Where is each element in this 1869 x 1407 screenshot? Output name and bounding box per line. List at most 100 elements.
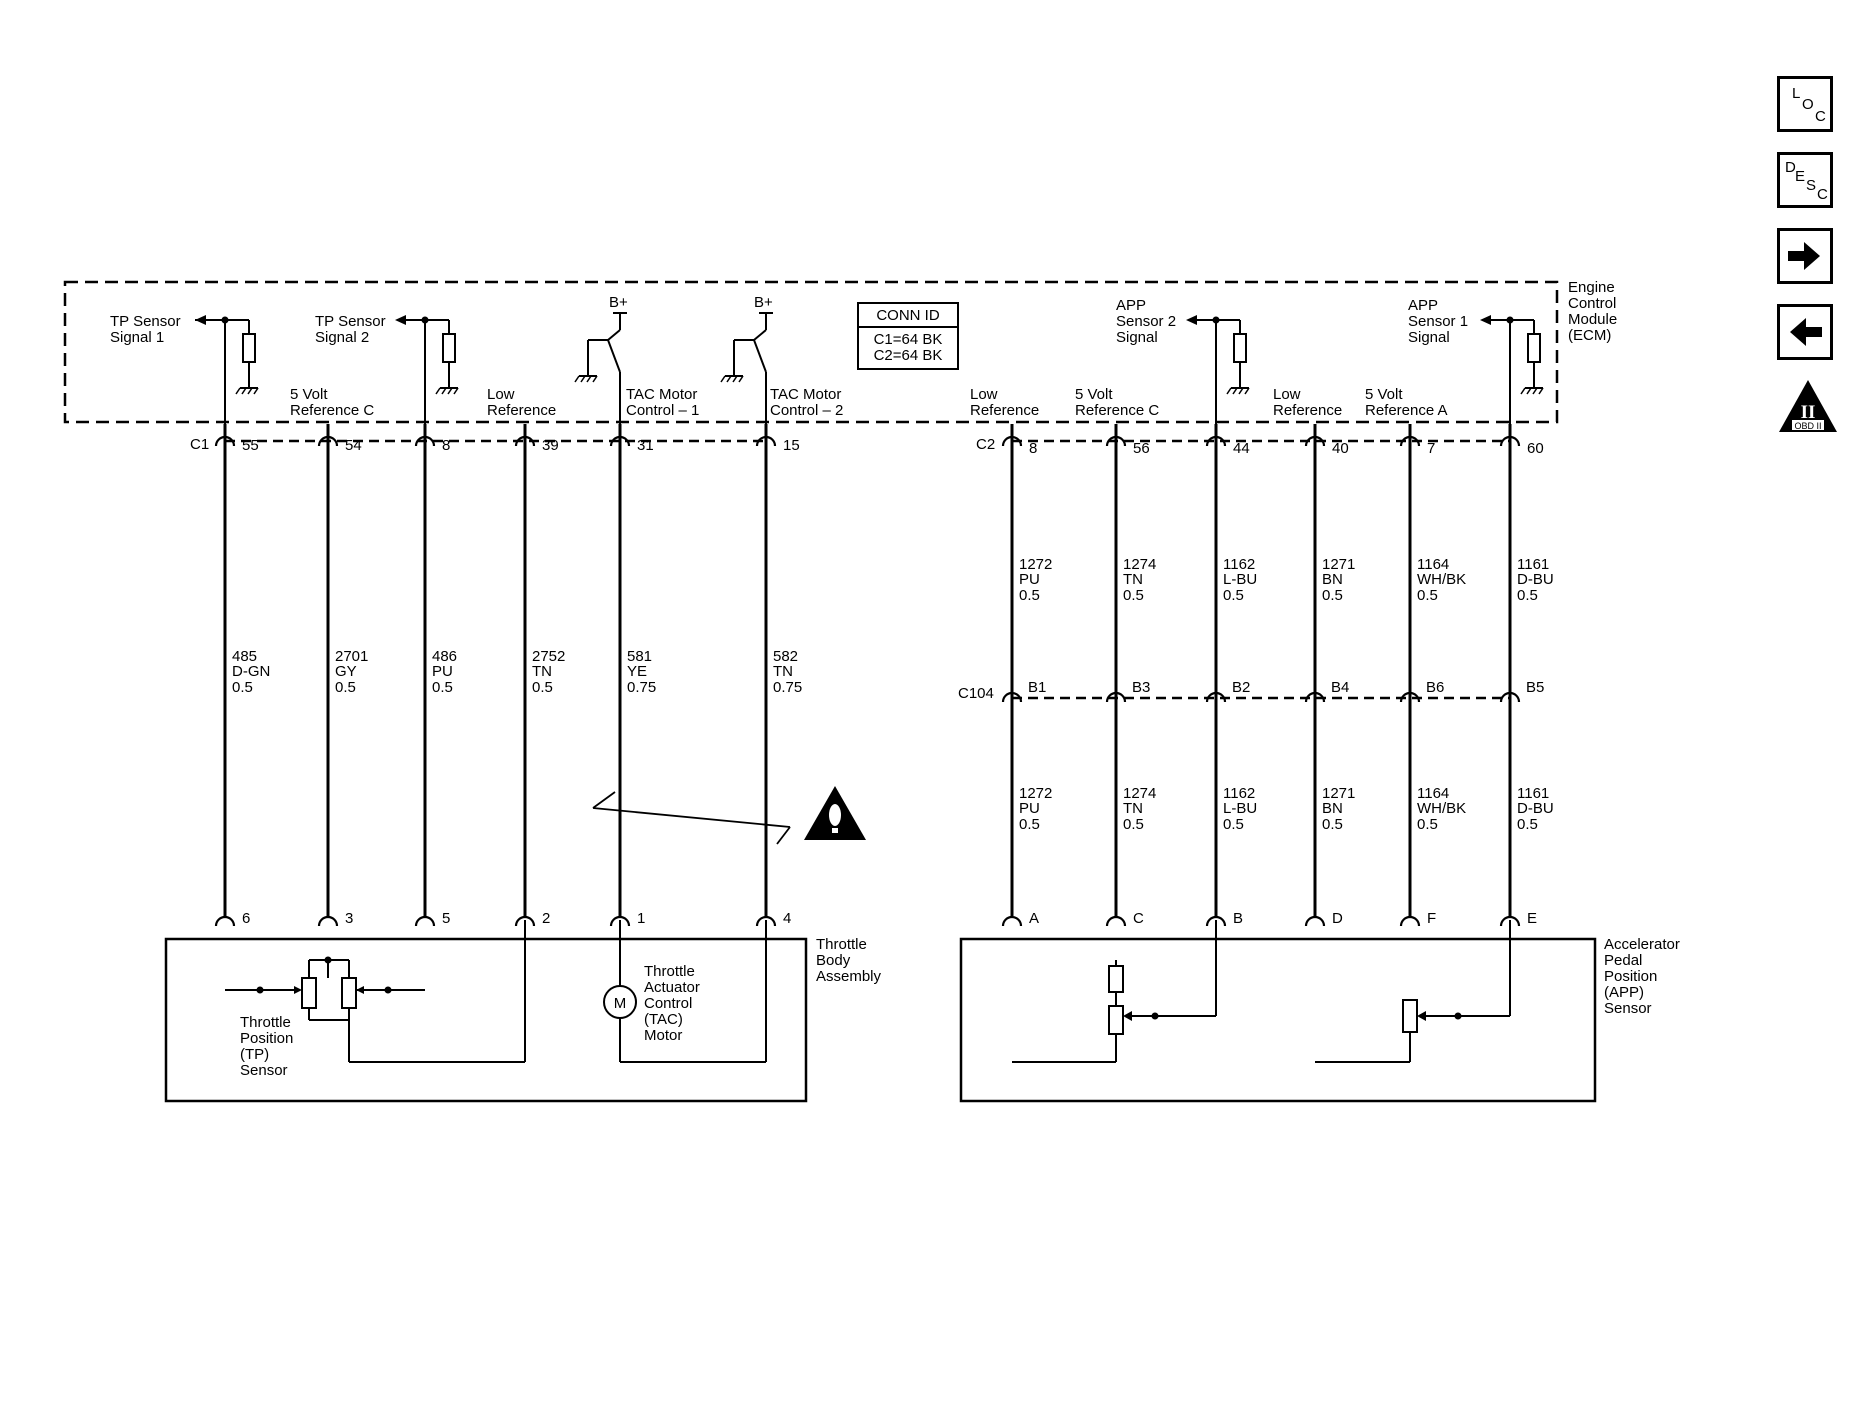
app-pin-E-symbol xyxy=(1499,915,1521,927)
wire-1162-upper-circuit: 1162 xyxy=(1223,556,1255,573)
back-button[interactable] xyxy=(1777,304,1833,360)
ecm-app2-ground-icon-hatch-4 xyxy=(1244,387,1250,395)
wire-1272-upper-circuit: 1272 xyxy=(1019,556,1052,573)
svg-text:C2=64 BK: C2=64 BK xyxy=(874,347,943,364)
wire-1274-lower-gauge: 0.5 xyxy=(1123,816,1144,833)
desc-letter-d: D xyxy=(1785,159,1796,176)
svg-text:Sensor: Sensor xyxy=(240,1062,288,1079)
wire-485-circuit: 485 xyxy=(232,648,257,665)
tac2-ground-icon-hatch-3 xyxy=(732,375,738,383)
ecm-app2-ground-icon-hatch-1 xyxy=(1226,387,1232,395)
svg-text:C1=64 BK: C1=64 BK xyxy=(874,331,943,348)
tb-pin-2-symbol xyxy=(514,915,536,927)
desc-letter-s: S xyxy=(1806,177,1817,194)
tac2-ground-icon-hatch-1 xyxy=(720,375,726,383)
tp-ref-junction xyxy=(324,956,332,964)
svg-text:(ECM): (ECM) xyxy=(1568,327,1611,344)
tb-pin-6-symbol xyxy=(214,915,236,927)
app1-sensor-resistor xyxy=(1402,999,1418,1033)
bplus-label-1: B+ xyxy=(609,294,628,311)
tb-pin-3-symbol xyxy=(317,915,339,927)
throttle-body-title: Throttle Body Assembly xyxy=(816,936,882,985)
svg-text:TAC Motor: TAC Motor xyxy=(770,386,841,403)
location-button[interactable]: L O C xyxy=(1777,76,1833,132)
svg-text:Low: Low xyxy=(1273,386,1301,403)
wire-486-circuit: 486 xyxy=(432,648,457,665)
tp-sensor-label: Throttle Position (TP) Sensor xyxy=(240,1014,293,1079)
app-sensor-title: Accelerator Pedal Position (APP) Sensor xyxy=(1604,936,1680,1017)
svg-text:TAC Motor: TAC Motor xyxy=(626,386,697,403)
wire-2752-gauge: 0.5 xyxy=(532,679,553,696)
ecm-app2-ground-icon-hatch-2 xyxy=(1232,387,1238,395)
svg-text:5 Volt: 5 Volt xyxy=(1365,386,1403,403)
tac1-ground-icon-hatch-4 xyxy=(592,375,598,383)
app2-signal-label: APP Sensor 2 Signal xyxy=(1116,297,1176,346)
wire-1162-lower-color: L-BU xyxy=(1223,800,1257,817)
app1-signal-label: APP Sensor 1 Signal xyxy=(1408,297,1468,346)
svg-text:Control: Control xyxy=(644,995,692,1012)
svg-text:Sensor 2: Sensor 2 xyxy=(1116,313,1176,330)
svg-text:TP Sensor: TP Sensor xyxy=(110,313,181,330)
wire-1274-upper-circuit: 1274 xyxy=(1123,556,1156,573)
app-pin-C-label: C xyxy=(1133,910,1144,927)
tac1-ground-icon-hatch-1 xyxy=(574,375,580,383)
wire-1272-upper-color: PU xyxy=(1019,571,1040,588)
twisted-pair-symbol xyxy=(592,791,791,845)
wire-1161-lower-color: D-BU xyxy=(1517,800,1554,817)
desc-letter-e: E xyxy=(1795,168,1806,185)
svg-text:Low: Low xyxy=(487,386,515,403)
svg-text:II: II xyxy=(1801,402,1816,423)
ecm-app2-pullup-resistor xyxy=(1233,333,1247,363)
obd-ii-badge[interactable]: II OBD II xyxy=(1777,378,1839,434)
svg-text:Reference: Reference xyxy=(1273,402,1342,419)
wire-1271-upper-circuit: 1271 xyxy=(1322,556,1355,573)
ecm-app2-junction xyxy=(1212,316,1220,324)
wire-1164-upper-circuit: 1164 xyxy=(1417,556,1449,573)
c1-pin-8-label: 8 xyxy=(442,437,450,454)
app2-wiper-arrow-icon xyxy=(1123,1011,1132,1021)
desc-letter-c: C xyxy=(1817,186,1828,203)
app-pin-A-label: A xyxy=(1029,910,1039,927)
tac2-switch-blade xyxy=(753,339,767,373)
wire-581-gauge: 0.75 xyxy=(627,679,656,696)
svg-text:Signal 1: Signal 1 xyxy=(110,329,164,346)
ecm-tp2-junction xyxy=(421,316,429,324)
c104-pin-B2-symbol xyxy=(1205,691,1227,703)
svg-text:M: M xyxy=(614,995,627,1012)
wire-1161-upper-circuit: 1161 xyxy=(1517,556,1549,573)
svg-text:Low: Low xyxy=(970,386,998,403)
app2-ref-resistor xyxy=(1108,965,1124,993)
forward-button[interactable] xyxy=(1777,228,1833,284)
tac2-switch-top xyxy=(753,329,767,341)
c2-pin-44-label: 44 xyxy=(1233,440,1250,457)
c104-pin-B3-symbol xyxy=(1105,691,1127,703)
ecm-tp2-ground-icon-hatch-4 xyxy=(453,387,459,395)
svg-text:Reference C: Reference C xyxy=(1075,402,1159,419)
wire-582-gauge: 0.75 xyxy=(773,679,802,696)
app-pin-C-symbol xyxy=(1105,915,1127,927)
svg-text:Sensor 1: Sensor 1 xyxy=(1408,313,1468,330)
wire-582-color: TN xyxy=(773,663,793,680)
tp2-internal-dot xyxy=(384,986,392,994)
tac-control-2-label: TAC Motor Control – 2 xyxy=(770,386,843,419)
app-pin-F-label: F xyxy=(1427,910,1436,927)
wire-1271-upper-color: BN xyxy=(1322,571,1343,588)
description-button[interactable]: D E S C xyxy=(1777,152,1833,208)
ecm-app1-junction xyxy=(1506,316,1514,324)
c2-pin-7-label: 7 xyxy=(1427,440,1435,457)
svg-text:Motor: Motor xyxy=(644,1027,682,1044)
ref-5v-a-label: 5 Volt Reference A xyxy=(1365,386,1448,419)
wire-1271-lower-color: BN xyxy=(1322,800,1343,817)
svg-text:(TP): (TP) xyxy=(240,1046,269,1063)
tb-pin-4-label: 4 xyxy=(783,910,791,927)
tb-pin-3-label: 3 xyxy=(345,910,353,927)
wire-1162-upper-color: L-BU xyxy=(1223,571,1257,588)
c104-pin-B6-symbol xyxy=(1399,691,1421,703)
c1-pin-54-label: 54 xyxy=(345,437,362,454)
ecm-boundary xyxy=(63,280,1559,424)
app-pin-F-symbol xyxy=(1399,915,1421,927)
svg-text:Signal: Signal xyxy=(1408,329,1450,346)
svg-text:Reference: Reference xyxy=(970,402,1039,419)
ecm-app1-ground-icon-hatch-3 xyxy=(1532,387,1538,395)
